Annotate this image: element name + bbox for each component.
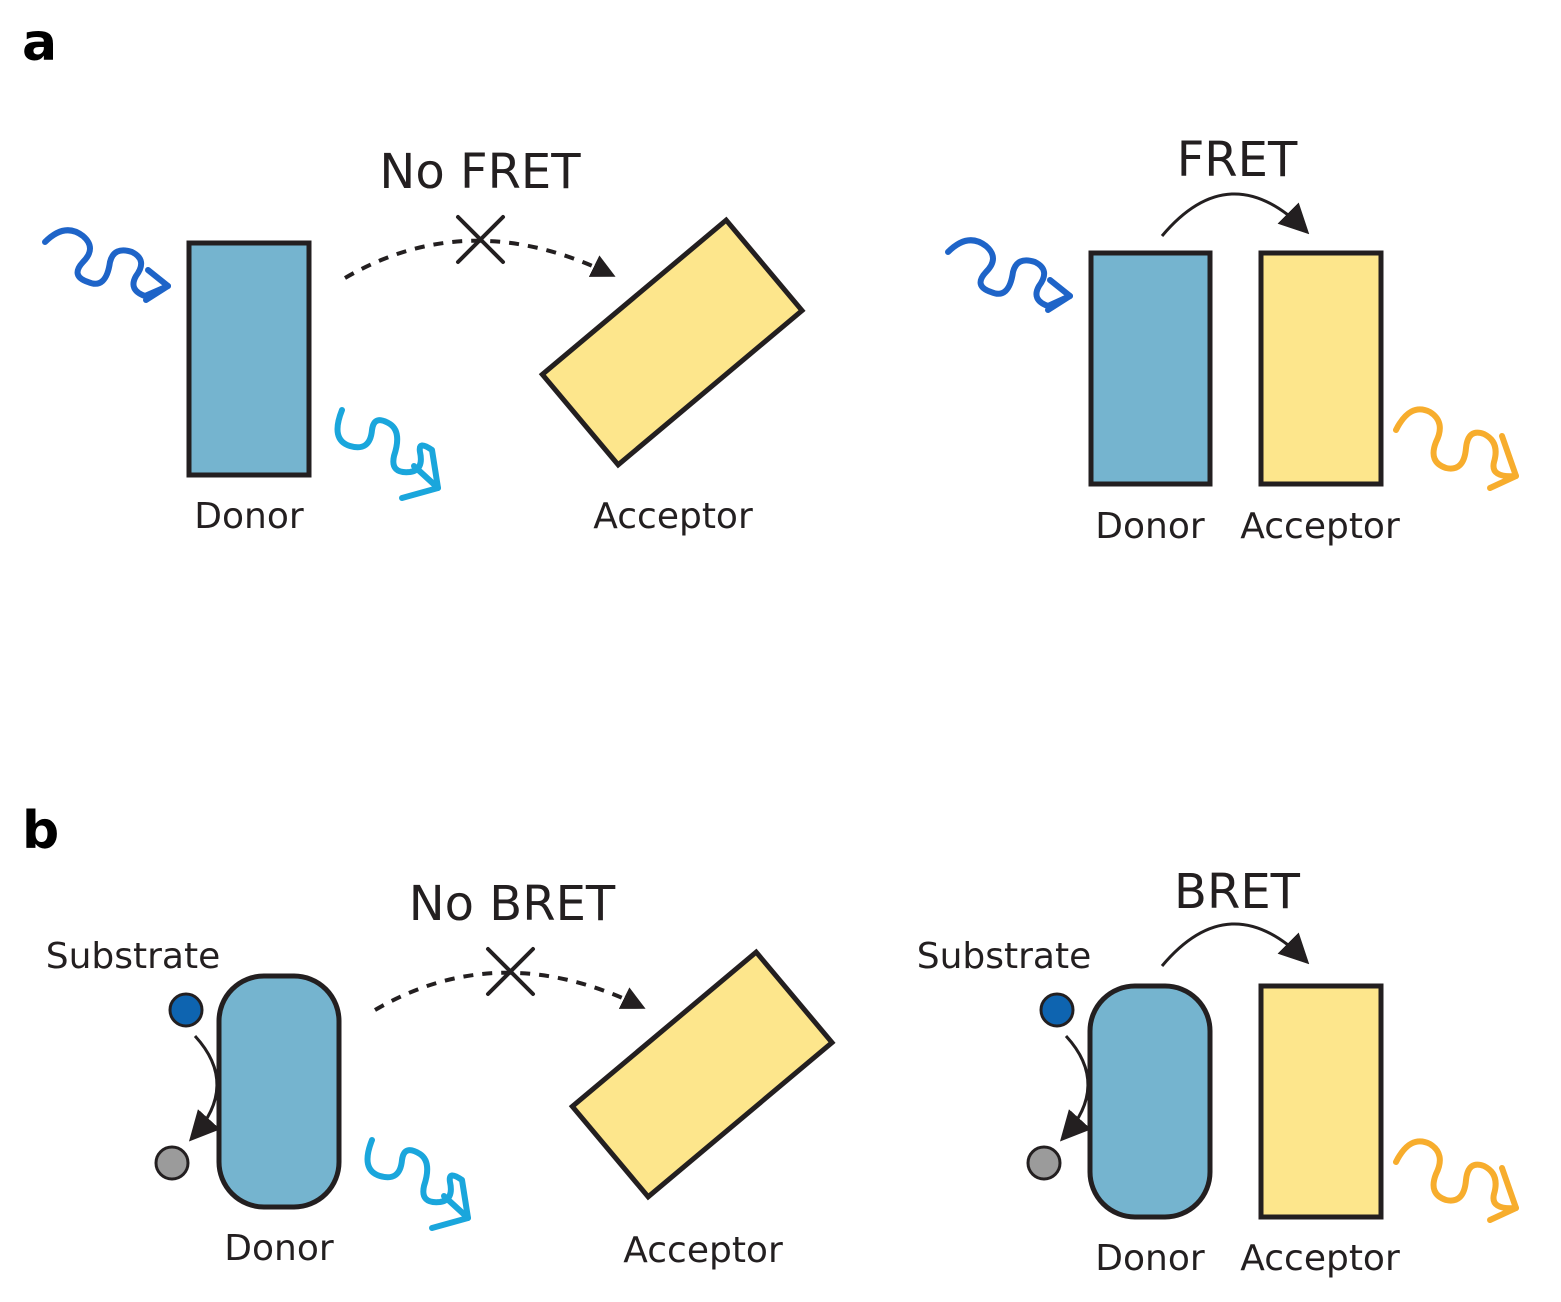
panel-b-no-bret: No BRET Substrate Donor Acceptor (46, 876, 836, 1271)
acceptor-box (1258, 983, 1384, 1220)
energy-transfer-arrow (1160, 922, 1310, 967)
donor-box (216, 973, 342, 1210)
acceptor-emission-arrowhead-icon (1487, 1165, 1519, 1223)
fret-title: FRET (1177, 132, 1298, 188)
acceptor-label: Acceptor (1240, 1238, 1400, 1279)
panel-a-fret: FRET Donor Acceptor (945, 132, 1519, 547)
energy-transfer-arrow (1160, 192, 1310, 237)
excitation-wave-icon (945, 237, 1073, 309)
substrate-label: Substrate (46, 936, 221, 977)
acceptor-emission-arrowhead-icon (1487, 433, 1519, 491)
blocked-cross-icon (456, 215, 505, 264)
panel-a-letter: a (22, 13, 57, 73)
panel-a-no-fret: No FRET Donor Acceptor (42, 144, 806, 537)
substrate-conversion-arrow (188, 1034, 221, 1142)
panel-b-letter: b (22, 801, 59, 861)
donor-label: Donor (194, 496, 304, 537)
excitation-wave-icon (42, 227, 171, 299)
donor-box (1088, 250, 1213, 487)
acceptor-label: Acceptor (1240, 506, 1400, 547)
product-dot-icon (154, 1145, 190, 1181)
substrate-label: Substrate (917, 936, 1092, 977)
substrate-dot-icon (168, 992, 204, 1028)
acceptor-box (538, 216, 806, 469)
product-dot-icon (1026, 1145, 1062, 1181)
excitation-arrowhead-icon (1045, 277, 1073, 313)
no-bret-title: No BRET (409, 876, 616, 932)
donor-label: Donor (1095, 506, 1205, 547)
blocked-transfer-arrow (343, 238, 616, 280)
donor-emission-wave-icon (334, 407, 441, 491)
donor-emission-arrowhead-icon (429, 1193, 471, 1231)
blocked-cross-icon (486, 947, 535, 996)
donor-box (1087, 983, 1213, 1220)
acceptor-label: Acceptor (593, 496, 753, 537)
acceptor-emission-wave-icon (1393, 406, 1519, 480)
donor-label: Donor (224, 1228, 334, 1269)
bret-title: BRET (1174, 864, 1301, 920)
donor-emission-wave-icon (364, 1137, 471, 1221)
blocked-transfer-arrow (373, 970, 646, 1012)
acceptor-emission-wave-icon (1393, 1138, 1519, 1212)
substrate-dot-icon (1039, 992, 1075, 1028)
donor-label: Donor (1095, 1238, 1205, 1279)
no-fret-title: No FRET (379, 144, 581, 200)
acceptor-box (1258, 250, 1384, 487)
panel-b-bret: BRET Substrate Donor Acceptor (917, 864, 1519, 1279)
donor-emission-arrowhead-icon (399, 463, 441, 501)
acceptor-label: Acceptor (623, 1230, 783, 1271)
donor-box (186, 240, 312, 478)
acceptor-box (568, 948, 836, 1201)
excitation-arrowhead-icon (143, 267, 171, 303)
substrate-conversion-arrow (1059, 1034, 1092, 1142)
